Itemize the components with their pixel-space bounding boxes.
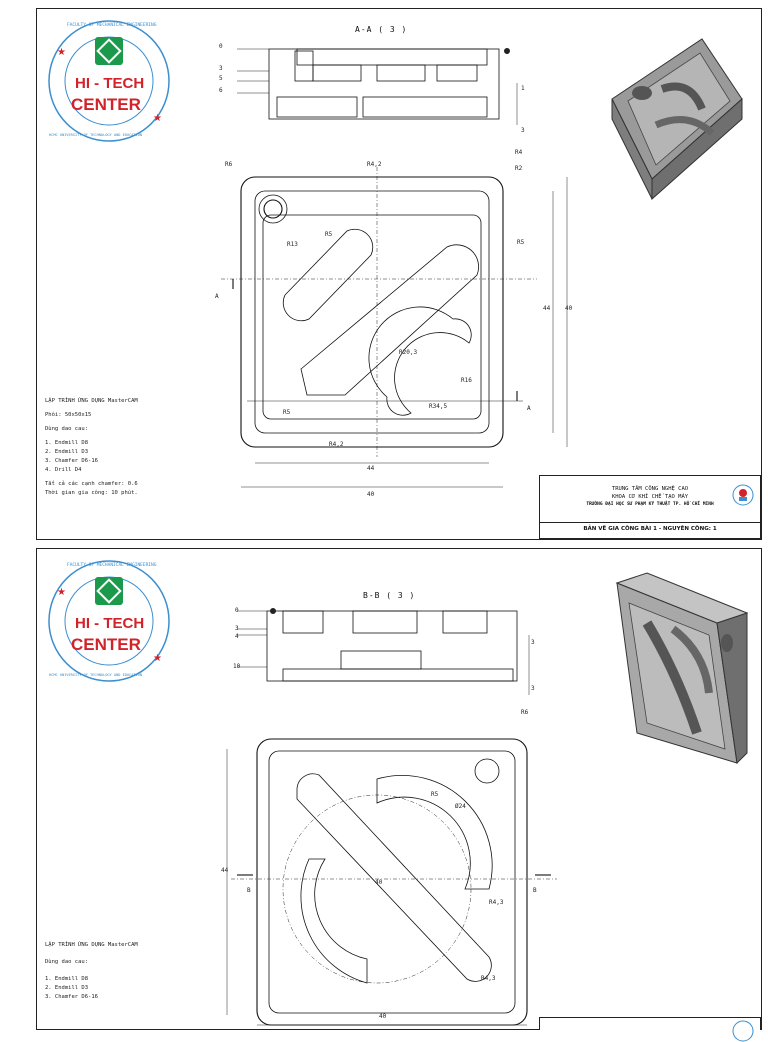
- dim-r6: R6: [225, 161, 233, 168]
- dim-r2: R2: [515, 165, 523, 172]
- dim-r16: R16: [461, 377, 472, 384]
- dim-44-v: 44: [543, 305, 551, 312]
- tool-item: 2. Endmill D3: [45, 449, 89, 455]
- dim-40-h: 40: [379, 1013, 387, 1020]
- dim-r5-right: R5: [517, 239, 525, 246]
- logo-emblem-icon: ★ ★: [48, 20, 170, 142]
- tool-item: 4. Drill D4: [45, 467, 82, 473]
- section-label-5: 5: [219, 75, 223, 82]
- tool-item: 2. Endmill D3: [45, 985, 89, 991]
- section-title: A-A ( 3 ): [355, 25, 408, 34]
- section-dim-3: 3: [521, 127, 525, 134]
- dim-44-v: 44: [221, 867, 229, 874]
- title-block: TRUNG TÂM CÔNG NGHỆ CAO KHOA CƠ KHÍ CHẾ …: [539, 475, 761, 539]
- tool-item: 1. Endmill D8: [45, 440, 89, 446]
- section-view: [237, 608, 530, 695]
- dim-d24: Ø24: [455, 803, 466, 810]
- hitech-logo: ★ ★ FACULTY OF MECHANICAL ENGINEERING HC…: [45, 17, 173, 145]
- notes-block: LẬP TRÌNH ỨNG DỤNG MasterCAM Dùng dao ca…: [45, 941, 138, 1002]
- logo-line1: HI - TECH: [75, 75, 145, 92]
- section-dim-3b: 3: [531, 685, 535, 692]
- section-label-0: 0: [235, 607, 239, 614]
- section-marker-b-left: B: [247, 887, 251, 894]
- logo-arc-bottom: HCMC UNIVERSITY OF TECHNOLOGY AND EDUCAT…: [49, 133, 143, 137]
- notes-time: Thời gian gia công: 10 phút.: [45, 490, 138, 496]
- section-marker-a-left: A: [215, 293, 219, 300]
- drawing-sheet-2: ★ ★ FACULTY OF MECHANICAL ENGINEERING HC…: [36, 548, 762, 1042]
- section-label-0: 0: [219, 43, 223, 50]
- section-marker-a-right: A: [527, 405, 531, 412]
- dim-r203: R20,3: [399, 349, 418, 356]
- dim-40-diag: 40: [375, 879, 383, 886]
- notes-stock: Phôi: 50x50x15: [45, 412, 92, 418]
- iso-part-view: [615, 572, 749, 765]
- dim-r6: R6: [521, 709, 529, 716]
- section-view: [237, 48, 518, 125]
- logo-emblem-icon: ★ ★: [48, 560, 170, 682]
- svg-text:★: ★: [57, 587, 66, 598]
- logo-line1: HI - TECH: [75, 615, 145, 632]
- section-title: B-B ( 3 ): [363, 591, 416, 600]
- notes-title: LẬP TRÌNH ỨNG DỤNG MasterCAM: [45, 398, 138, 404]
- iso-part-view: [611, 38, 743, 201]
- svg-text:★: ★: [153, 113, 162, 124]
- hitech-logo: ★ ★ FACULTY OF MECHANICAL ENGINEERING HC…: [45, 557, 173, 685]
- dim-44-h: 44: [367, 465, 375, 472]
- tb-line3: TRƯỜNG ĐẠI HỌC SƯ PHẠM KỸ THUẬT TP. HỒ C…: [586, 502, 714, 507]
- dim-r5-bl: R5: [283, 409, 291, 416]
- section-dim-1: 1: [521, 85, 525, 92]
- dim-r4: R4: [515, 149, 523, 156]
- dim-r13: R13: [287, 241, 298, 248]
- section-dim-3a: 3: [531, 639, 535, 646]
- dim-40-h: 40: [367, 491, 375, 498]
- logo-arc-bottom: HCMC UNIVERSITY OF TECHNOLOGY AND EDUCAT…: [49, 673, 143, 677]
- logo-arc-top: FACULTY OF MECHANICAL ENGINEERING: [67, 23, 157, 28]
- tool-item: 3. Chamfer D6-16: [45, 458, 98, 464]
- section-label-10: 10: [233, 663, 241, 670]
- section-marker-b-right: B: [533, 887, 537, 894]
- dim-r42-bot: R4,2: [329, 441, 344, 448]
- top-view: [226, 738, 557, 1026]
- section-label-4: 4: [235, 633, 239, 640]
- tb-drawing-title: BẢN VẼ GIA CÔNG BÀI 1 - NGUYÊN CÔNG: 1: [540, 522, 760, 535]
- dim-r5-top: R5: [325, 231, 333, 238]
- dim-r345: R34,5: [429, 403, 448, 410]
- university-seal-icon: [732, 484, 754, 506]
- logo-arc-top: FACULTY OF MECHANICAL ENGINEERING: [67, 563, 157, 568]
- top-view: [221, 167, 568, 488]
- svg-text:★: ★: [57, 47, 66, 58]
- logo-line2: CENTER: [71, 635, 141, 654]
- dim-40-v: 40: [565, 305, 573, 312]
- dim-r43-a: R4,3: [489, 899, 504, 906]
- dim-r5: R5: [431, 791, 439, 798]
- section-label-3: 3: [219, 65, 223, 72]
- notes-tools-header: Dùng dao cau:: [45, 426, 89, 432]
- tb-line1: TRUNG TÂM CÔNG NGHỆ CAO: [611, 486, 689, 492]
- tb-line2: KHOA CƠ KHÍ CHẾ TẠO MÁY: [611, 494, 689, 500]
- drawing-sheet-1: ★ ★ FACULTY OF MECHANICAL ENGINEERING HC…: [36, 8, 762, 540]
- notes-block: LẬP TRÌNH ỨNG DỤNG MasterCAM Phôi: 50x50…: [45, 397, 138, 498]
- section-label-3: 3: [235, 625, 239, 632]
- notes-title: LẬP TRÌNH ỨNG DỤNG MasterCAM: [45, 942, 138, 948]
- notes-chamfer: Tất cả các cạnh chamfer: 0.6: [45, 481, 138, 487]
- tool-item: 1. Endmill D8: [45, 976, 89, 982]
- notes-tools-header: Dùng dao cau:: [45, 959, 89, 965]
- section-label-6: 6: [219, 87, 223, 94]
- dim-r42-top: R4,2: [367, 161, 382, 168]
- logo-line2: CENTER: [71, 95, 141, 114]
- svg-text:★: ★: [153, 653, 162, 664]
- tool-item: 3. Chamfer D6-16: [45, 994, 98, 1000]
- dim-r43-b: R4,3: [481, 975, 496, 982]
- university-seal-icon: [732, 1020, 754, 1042]
